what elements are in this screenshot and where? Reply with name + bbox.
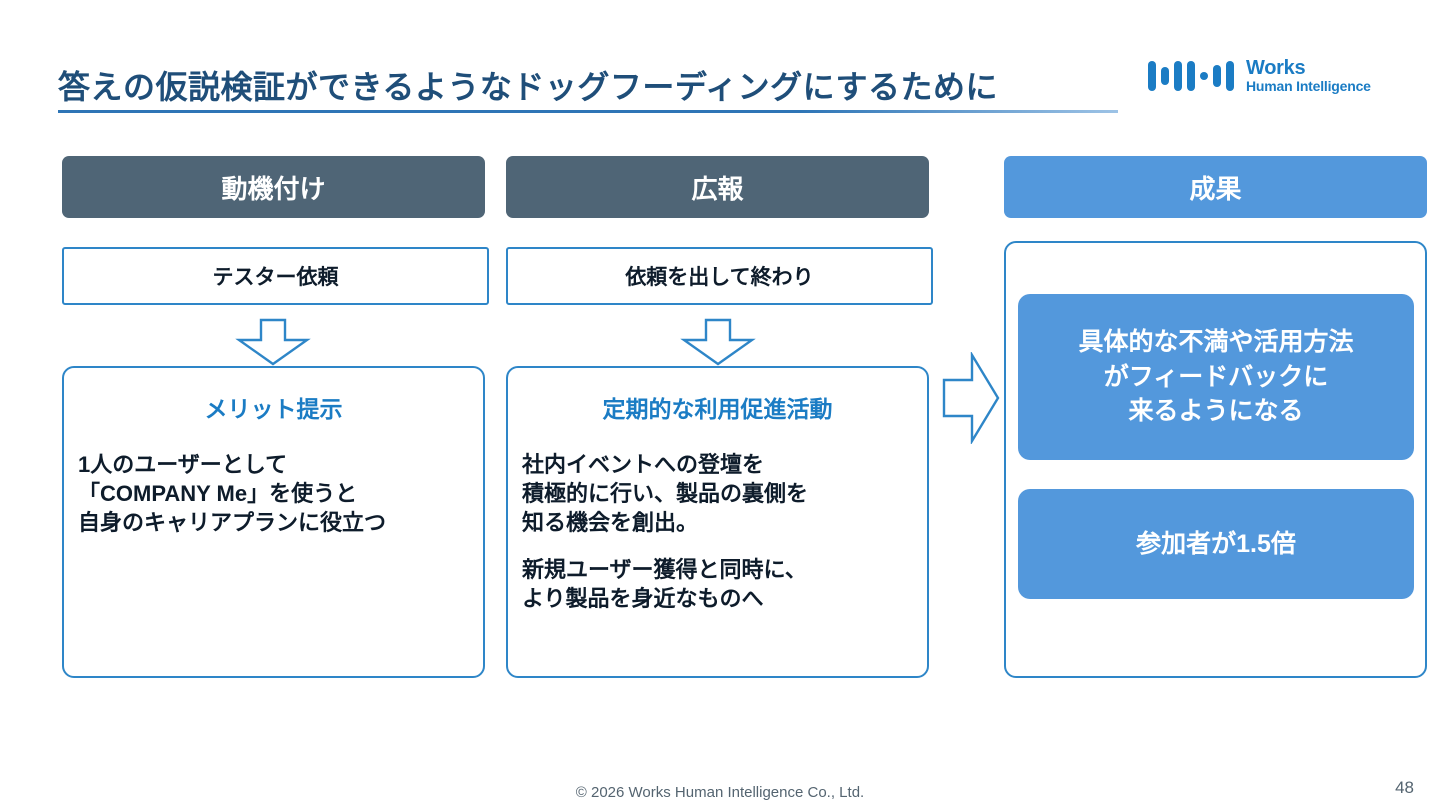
step-box-motivation: テスター依頼 (62, 247, 489, 305)
logo-bar-5 (1213, 64, 1221, 87)
page-title: 答えの仮説検証ができるようなドッグフーディングにするために (58, 69, 998, 105)
logo-mark-icon (1148, 59, 1234, 93)
footer-copyright: © 2026 Works Human Intelligence Co., Ltd… (575, 784, 865, 801)
column-header-results: 成果 (1004, 156, 1427, 218)
step-box-pr-label: 依頼を出して終わり (625, 266, 814, 289)
right-arrow-icon-results (942, 350, 1000, 446)
brand-logo: Works Human Intelligence (1148, 58, 1371, 94)
result-card-participants: 参加者が1.5倍 (1018, 489, 1414, 599)
logo-bar-4 (1187, 60, 1195, 91)
logo-bar-2 (1161, 66, 1169, 85)
content-body-motivation: 1人のユーザーとして 「COMPANY Me」を使うと 自身のキャリアプランに役… (78, 452, 387, 536)
logo-line-1: Works (1246, 57, 1306, 79)
page-number: 48 (1395, 778, 1414, 797)
title-divider (58, 110, 1118, 113)
logo-wordmark: Works Human Intelligence (1246, 58, 1371, 94)
content-box-motivation: メリット提示 1人のユーザーとして 「COMPANY Me」を使うと 自身のキャ… (62, 366, 485, 678)
step-box-motivation-label: テスター依頼 (212, 266, 339, 289)
content-body-pr: 社内イベントへの登壇を 積極的に行い、製品の裏側を 知る機会を創出。 (522, 452, 809, 536)
result-card-participants-label: 参加者が1.5倍 (1136, 529, 1296, 558)
logo-bar-3 (1174, 60, 1182, 91)
content-box-pr: 定期的な利用促進活動 社内イベントへの登壇を 積極的に行い、製品の裏側を 知る機… (506, 366, 929, 678)
result-card-feedback: 具体的な不満や活用方法 がフィードバックに 来るようになる (1018, 294, 1414, 460)
column-header-results-label: 成果 (1189, 173, 1242, 204)
content-body-pr-2: 新規ユーザー獲得と同時に、 より製品を身近なものへ (522, 557, 807, 612)
column-header-pr-label: 広報 (691, 173, 744, 204)
logo-dot-icon (1200, 71, 1208, 80)
logo-line-2: Human Intelligence (1246, 78, 1371, 94)
step-box-pr: 依頼を出して終わり (506, 247, 933, 305)
column-header-pr: 広報 (506, 156, 929, 218)
down-arrow-icon-motivation (235, 318, 311, 366)
content-head-pr: 定期的な利用促進活動 (602, 396, 833, 422)
column-header-motivation-label: 動機付け (221, 173, 326, 204)
result-card-feedback-label: 具体的な不満や活用方法 がフィードバックに 来るようになる (1078, 328, 1354, 426)
logo-bar-1 (1148, 60, 1156, 91)
content-head-motivation: メリット提示 (204, 396, 343, 422)
logo-bar-6 (1226, 60, 1234, 91)
down-arrow-icon-pr (680, 318, 756, 366)
column-header-motivation: 動機付け (62, 156, 485, 218)
